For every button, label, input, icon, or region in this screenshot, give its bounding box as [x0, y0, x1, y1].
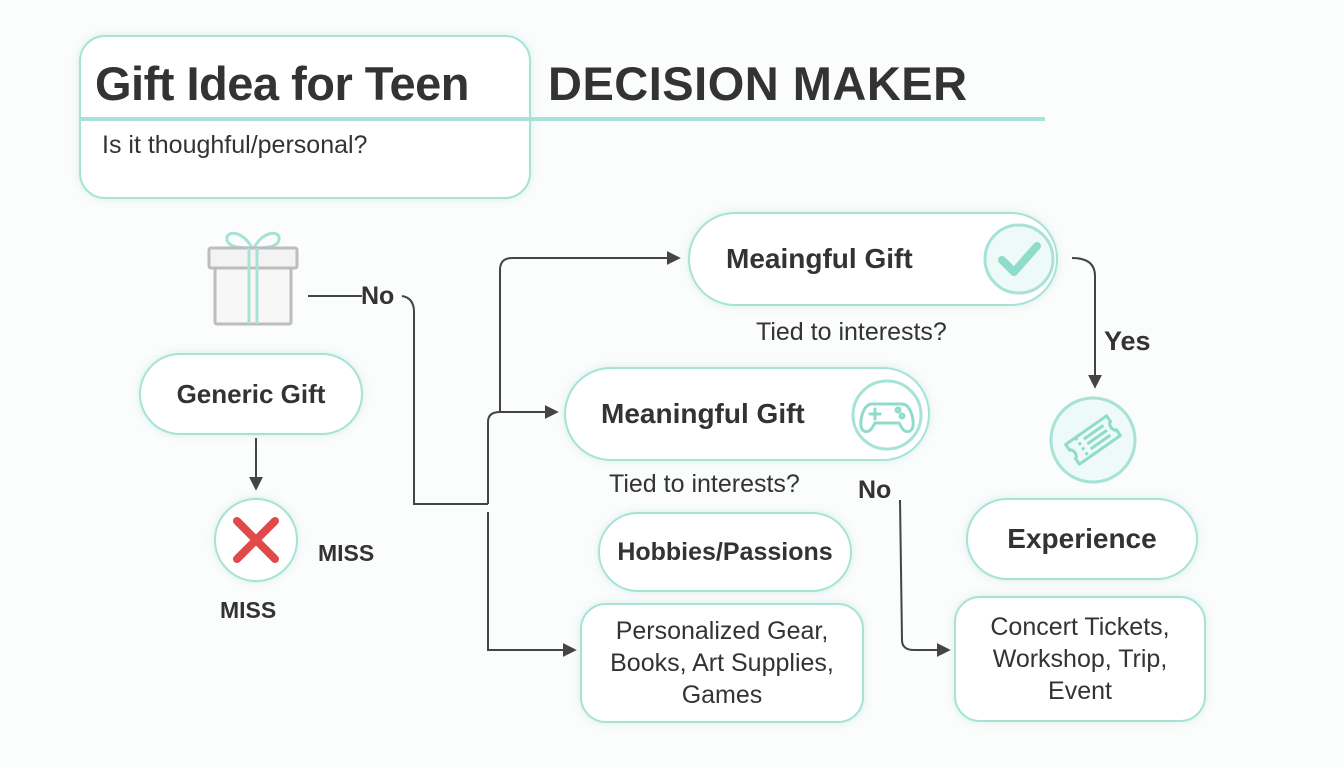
node-hobbies-label: Hobbies/Passions [617, 537, 833, 566]
node-generic-gift: Generic Gift [139, 353, 363, 435]
edge-to-meaningful-top [499, 251, 681, 412]
edge-to-personalized [487, 512, 577, 657]
edge-label-no-1: No [361, 282, 395, 310]
x-mark-icon [233, 517, 279, 563]
title-part-1: Gift Idea for Teen [95, 57, 470, 110]
gift-box-icon [207, 231, 299, 326]
yes-edge [1071, 257, 1102, 389]
node-meaningful-gift-mid-label: Meaningful Gift [601, 398, 805, 429]
node-experience-label: Experience [1007, 523, 1157, 554]
node-concert: Concert Tickets, Workshop, Trip, Event [954, 596, 1206, 722]
miss-circle [214, 498, 298, 582]
edge-label-no-2: No [858, 476, 892, 504]
question-top: Tied to interests? [756, 318, 947, 346]
no-edge-down [401, 295, 488, 505]
miss-label-left: MISS [220, 597, 277, 623]
node-concert-label: Concert Tickets, Workshop, Trip, Event [990, 613, 1170, 705]
checkmark-icon [983, 223, 1055, 295]
title-underline [79, 117, 1045, 121]
gamepad-icon [851, 379, 923, 451]
node-hobbies: Hobbies/Passions [598, 512, 852, 592]
node-personalized-label: Personalized Gear, Books, Art Supplies, … [610, 617, 834, 709]
miss-label-right: MISS [318, 540, 375, 566]
ticket-icon [1049, 396, 1137, 484]
question-mid: Tied to interests? [609, 470, 800, 498]
node-personalized: Personalized Gear, Books, Art Supplies, … [580, 603, 864, 723]
node-experience: Experience [966, 498, 1198, 580]
no-edge-to-concert [899, 499, 951, 657]
edge-to-meaningful-mid [487, 405, 559, 504]
edge-label-yes: Yes [1104, 326, 1151, 356]
node-generic-gift-label: Generic Gift [176, 378, 326, 409]
node-meaningful-gift-top-label: Meaingful Gift [726, 243, 913, 274]
title-part-2: DECISION MAKER [548, 57, 968, 110]
title-question: Is it thoughful/personal? [102, 131, 368, 159]
